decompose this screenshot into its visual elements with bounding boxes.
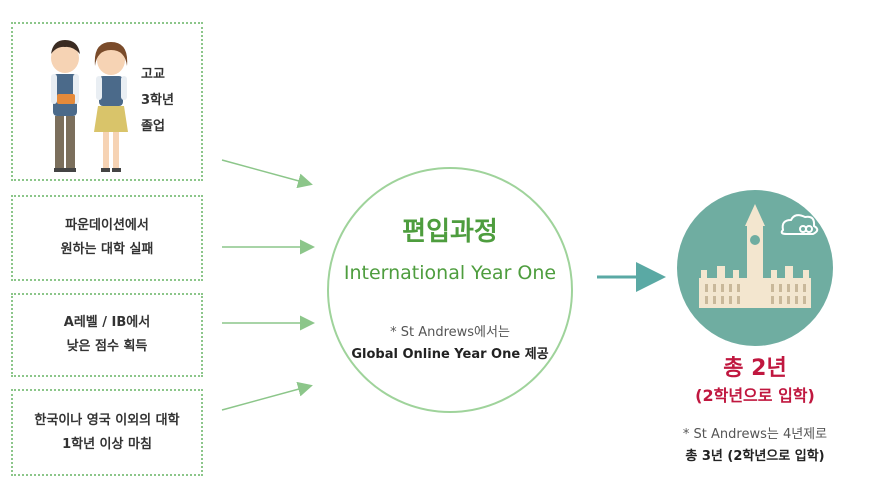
- students-illustration: [51, 40, 128, 172]
- input-label-1: 고교 3학년 졸업: [141, 67, 174, 134]
- result-note-line2: 총 3년 (2학년으로 입학): [685, 449, 825, 464]
- input-label-4: 한국이나 영국 이외의 대학 1학년 이상 마침: [34, 412, 180, 452]
- result-title: 총 2년: [723, 356, 787, 381]
- arrow-1: [221, 159, 313, 189]
- input-box-high-school: 고교 3학년 졸업: [11, 22, 203, 181]
- center-note-line1: * St Andrews에서는: [390, 325, 510, 340]
- cloud-icon: [780, 214, 819, 235]
- arrow-4: [221, 381, 313, 411]
- center-subtitle: International Year One: [343, 262, 557, 284]
- input-box-foundation: 파운데이션에서 원하는 대학 실패: [11, 195, 203, 281]
- center-circle: 편입과정 International Year One * St Andrews…: [327, 167, 573, 413]
- result-subtitle: (2학년으로 입학): [695, 386, 815, 405]
- parliament-illustration: [677, 190, 833, 346]
- center-title: 편입과정: [402, 217, 498, 247]
- result-note-line1: * St Andrews는 4년제로: [682, 427, 828, 442]
- input-label-2: 파운데이션에서 원하는 대학 실패: [60, 218, 154, 257]
- input-box-alevel-ib: A레벨 / IB에서 낮은 점수 획득: [11, 293, 203, 377]
- input-label-3: A레벨 / IB에서 낮은 점수 획득: [63, 315, 151, 354]
- center-note-line2: Global Online Year One 제공: [351, 347, 549, 362]
- input-box-other-university: 한국이나 영국 이외의 대학 1학년 이상 마침: [11, 389, 203, 476]
